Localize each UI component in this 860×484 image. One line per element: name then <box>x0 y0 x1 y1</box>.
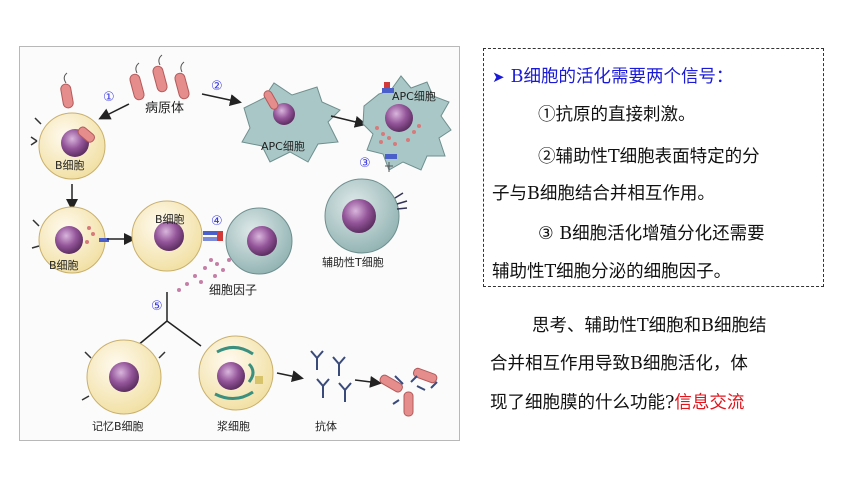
label-antibody: 抗体 <box>315 419 337 433</box>
arrow-bullet-icon: ➤ <box>492 68 505 86</box>
b-cell-3 <box>131 200 203 272</box>
signals-heading: ➤ B细胞的活化需要两个信号： <box>492 63 733 88</box>
step-5-label: ⑤ <box>151 299 163 314</box>
antibody-group <box>310 350 352 402</box>
question-line-2: 合并相互作用导致B细胞活化，体 <box>490 354 748 374</box>
signal-3-text-b: 辅助性T细胞分泌的细胞因子。 <box>492 262 732 282</box>
activation-signals-box: ➤ B细胞的活化需要两个信号： ①抗原的直接刺激。 ②辅助性T细胞表面特定的分 子… <box>483 48 824 287</box>
label-apc-2: APC细胞 <box>392 90 436 103</box>
memory-b-cell <box>81 339 166 415</box>
label-apc-1: APC细胞 <box>261 140 305 153</box>
antigen-antibody-complex <box>379 367 438 417</box>
step-3-label: ③ <box>359 156 371 171</box>
receptor-bridge <box>203 231 223 241</box>
question-line-3: 现了细胞膜的什么功能?信息交流 <box>490 389 744 414</box>
signal-2-text-a: ②辅助性T细胞表面特定的分 <box>538 147 760 167</box>
immune-diagram: 病原体 ① ② B细胞 APC细胞 APC细胞 ③ <box>19 46 460 441</box>
answer-text: 信息交流 <box>674 393 745 413</box>
label-plasma: 浆细胞 <box>217 419 250 433</box>
label-b-cell-1: B细胞 <box>55 159 85 172</box>
b-cell-1 <box>30 112 106 180</box>
step-4-label: ④ <box>211 214 223 229</box>
question-line-3-text: 现了细胞膜的什么功能? <box>490 393 675 413</box>
signals-heading-text: B细胞的活化需要两个信号： <box>510 67 734 87</box>
step-1-label: ① <box>103 90 115 105</box>
helper-t-cell <box>324 178 408 254</box>
b-cell-2 <box>31 206 109 274</box>
pathogen-group <box>129 54 190 101</box>
label-b-cell-3: B细胞 <box>155 213 185 226</box>
apc-cell-1 <box>241 82 341 163</box>
label-pathogen: 病原体 <box>145 101 184 116</box>
signal-1-text: ①抗原的直接刺激。 <box>538 105 696 125</box>
apc-cell-2 <box>362 75 452 171</box>
signal-3-text-a: ③ B细胞活化增殖分化还需要 <box>538 224 765 244</box>
label-cytokine: 细胞因子 <box>209 283 257 297</box>
cytokine-dots <box>177 258 231 292</box>
label-helper-t: 辅助性T细胞 <box>322 255 384 269</box>
label-memory-b: 记忆B细胞 <box>92 420 144 433</box>
signal-2-text-b: 子与B细胞结合并相互作用。 <box>492 184 715 204</box>
step-2-label: ② <box>211 79 223 94</box>
label-b-cell-2: B细胞 <box>49 259 79 272</box>
question-line-1: 思考、辅助性T细胞和B细胞结 <box>532 316 767 336</box>
t-cell-center <box>225 207 293 275</box>
plasma-cell <box>198 335 274 411</box>
